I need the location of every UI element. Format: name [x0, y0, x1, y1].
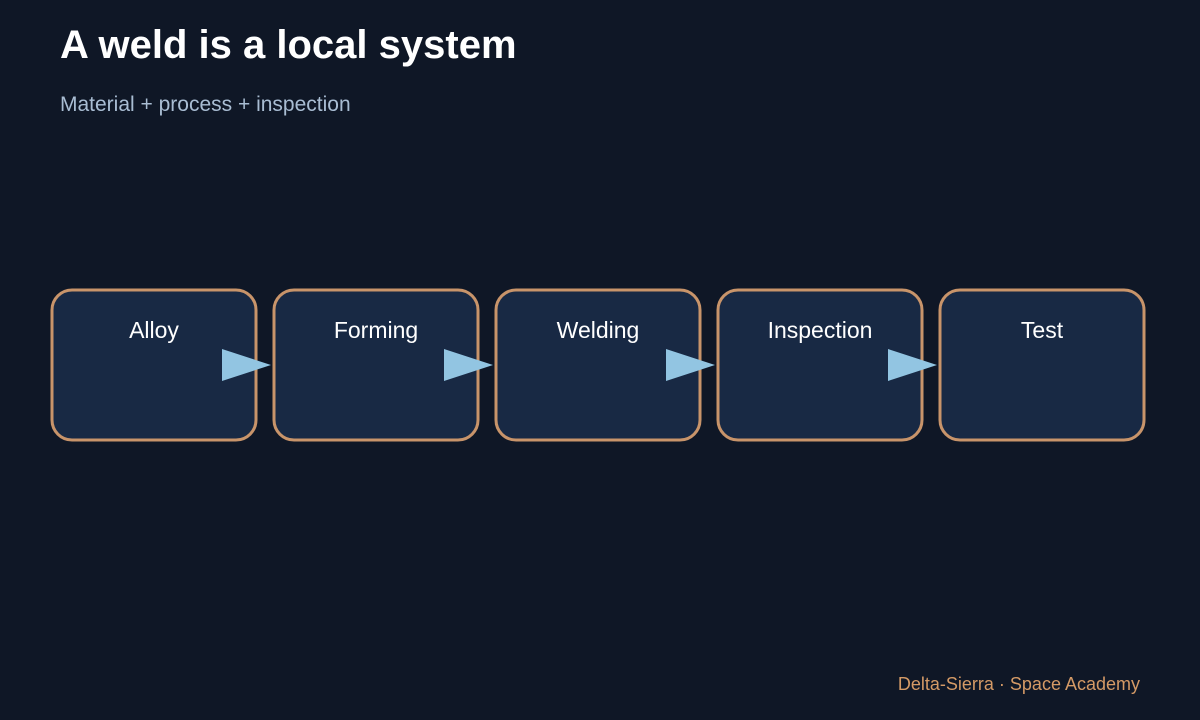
- step-test: Test: [938, 288, 1146, 442]
- step-box: [938, 288, 1146, 442]
- step-label: Forming: [334, 317, 418, 343]
- step-welding: Welding: [494, 288, 702, 442]
- step-label: Welding: [557, 317, 640, 343]
- step-label: Inspection: [768, 317, 873, 343]
- slide-subtitle: Material + process + inspection: [60, 93, 351, 116]
- footer-credit: Delta-Sierra · Space Academy: [897, 674, 1140, 694]
- step-alloy: Alloy: [50, 288, 258, 442]
- slide-title: A weld is a local system: [60, 23, 517, 67]
- arrow-right-icon: [888, 349, 937, 381]
- arrow-right-icon: [222, 349, 271, 381]
- step-label: Alloy: [129, 317, 179, 343]
- arrow-right-icon: [666, 349, 715, 381]
- arrow-right-icon: [444, 349, 493, 381]
- step-label: Test: [1021, 317, 1064, 343]
